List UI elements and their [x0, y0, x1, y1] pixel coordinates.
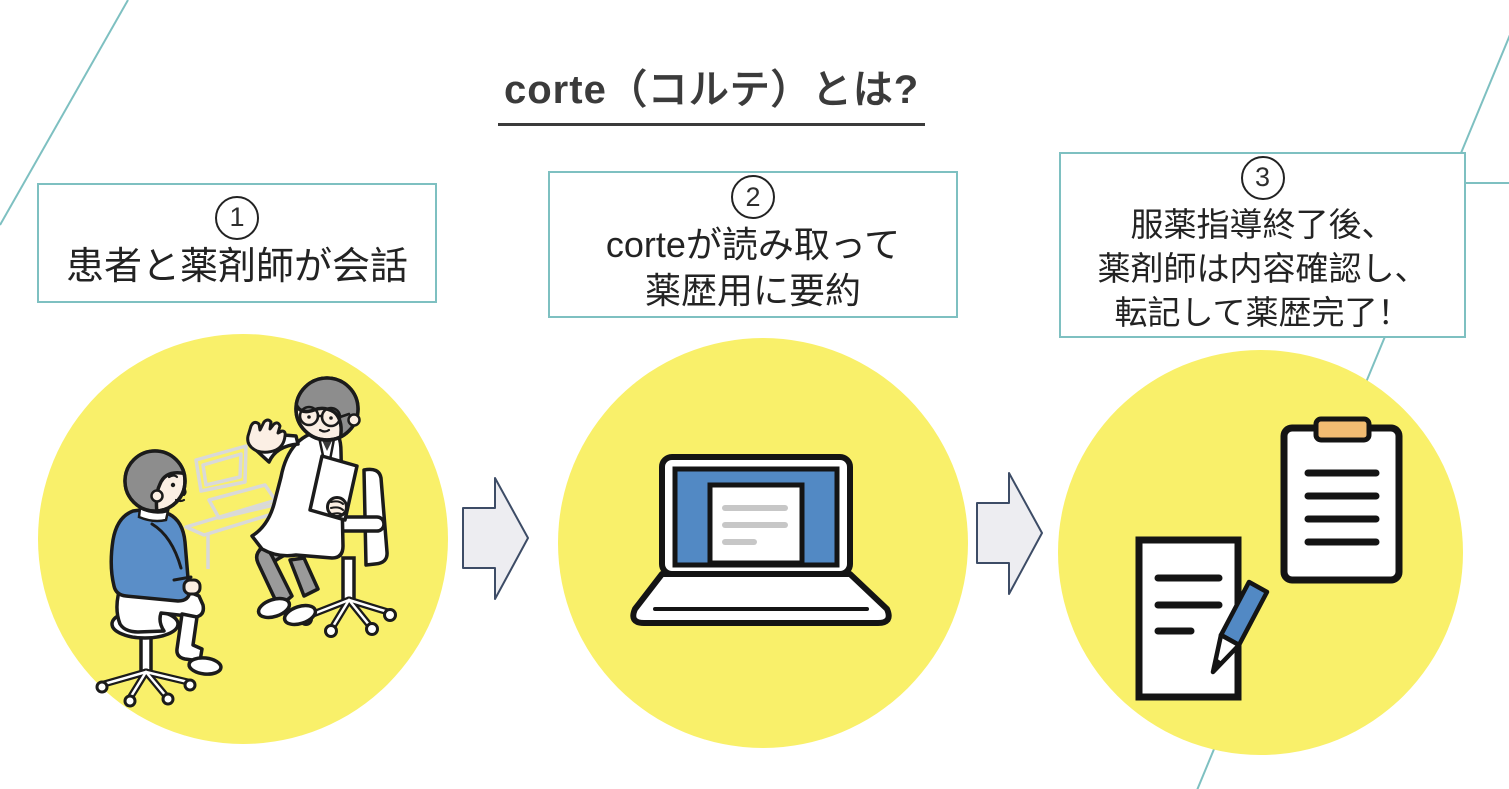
step-number-badge-1: 1 [215, 195, 259, 240]
laptop-base [630, 571, 892, 626]
step-box-3: 3 服薬指導終了後、 薬剤師は内容確認し、 転記して薬歴完了！ [1059, 152, 1466, 338]
clipboard-clip [1313, 416, 1372, 443]
step-number-badge-2: 2 [731, 175, 775, 219]
patient-pharmacist-illustration [95, 376, 397, 708]
laptop-icon [630, 454, 892, 626]
step-number-badge-3: 3 [1240, 155, 1285, 200]
highlight-circle-2 [558, 338, 968, 748]
clipboard-text-lines [1304, 469, 1380, 546]
step-3-text-line-3: 転記して薬歴完了！ [1114, 293, 1411, 331]
step-2-text-line-1: corteが読み取って [605, 224, 901, 265]
step-3-text-line-1: 服薬指導終了後、 [1130, 205, 1395, 243]
step-1-text: 患者と薬剤師が会話 [65, 245, 408, 288]
step-box-2: 2 corteが読み取って 薬歴用に要約 [548, 171, 958, 318]
glasses-icon [298, 405, 351, 428]
arrow-right-icon [462, 477, 529, 600]
highlight-circle-3 [1058, 350, 1463, 755]
step-box-1: 1 患者と薬剤師が会話 [37, 183, 437, 303]
document-text-lines [722, 505, 788, 545]
patient [109, 449, 223, 676]
pharmacist [246, 376, 361, 627]
arrow-right-icon [976, 472, 1043, 595]
pencil-icon [1210, 579, 1270, 675]
note-text-lines [1154, 574, 1223, 635]
clipboard-pencil-illustration [1135, 416, 1403, 701]
page-title: corte（コルテ）とは? [498, 57, 926, 126]
diagonal-line-top-left [0, 0, 129, 226]
clipboard-icon [1280, 416, 1403, 584]
highlight-circle-1 [38, 334, 448, 744]
note-document-icon [1135, 536, 1242, 701]
step-2-text-line-2: 薬歴用に要約 [644, 270, 861, 311]
step-3-text-line-2: 薬剤師は内容確認し、 [1097, 249, 1428, 287]
